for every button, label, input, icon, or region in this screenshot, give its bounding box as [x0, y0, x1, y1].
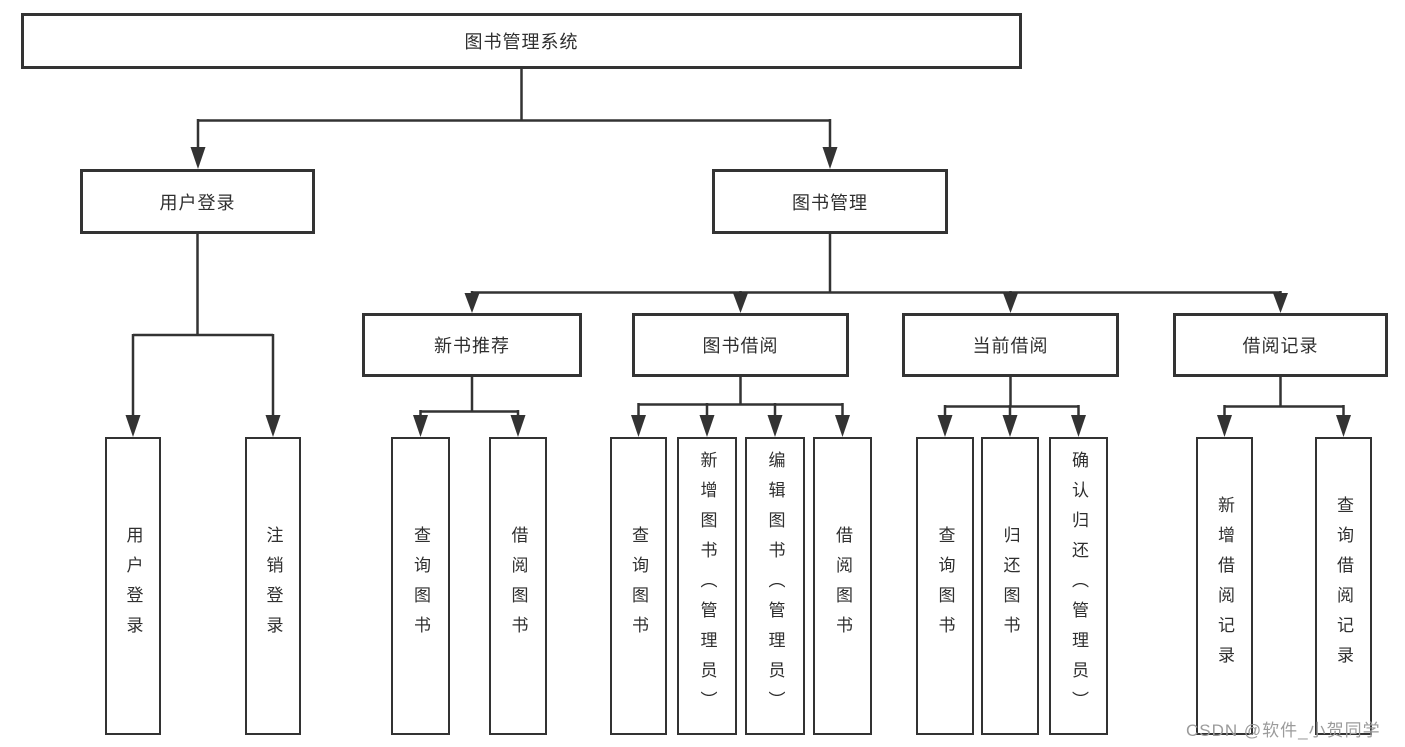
leaf-confirm-return-admin: 确认归还（管理员） — [1049, 437, 1108, 735]
node-book-borrowing: 图书借阅 — [632, 313, 849, 377]
leaf-query-books-recommend: 查询图书 — [391, 437, 450, 735]
leaf-logout: 注销登录 — [245, 437, 301, 735]
leaf-user-login: 用户登录 — [105, 437, 161, 735]
node-current-borrowing: 当前借阅 — [902, 313, 1119, 377]
leaf-query-borrow-record: 查询借阅记录 — [1315, 437, 1372, 735]
leaf-add-borrow-record: 新增借阅记录 — [1196, 437, 1253, 735]
csdn-watermark: CSDN @软件_小贺同学 — [1186, 721, 1381, 740]
node-borrowing-records: 借阅记录 — [1173, 313, 1388, 377]
node-new-book-recommendation: 新书推荐 — [362, 313, 582, 377]
leaf-borrow-books-recommend: 借阅图书 — [489, 437, 547, 735]
leaf-return-book: 归还图书 — [981, 437, 1039, 735]
leaf-edit-book-admin: 编辑图书（管理员） — [745, 437, 805, 735]
leaf-query-books-borrowing: 查询图书 — [610, 437, 667, 735]
node-book-management: 图书管理 — [712, 169, 948, 234]
leaf-borrow-books: 借阅图书 — [813, 437, 872, 735]
leaf-add-book-admin: 新增图书（管理员） — [677, 437, 737, 735]
leaf-query-books-current: 查询图书 — [916, 437, 974, 735]
node-root-library-management-system: 图书管理系统 — [21, 13, 1022, 69]
node-user-login: 用户登录 — [80, 169, 315, 234]
